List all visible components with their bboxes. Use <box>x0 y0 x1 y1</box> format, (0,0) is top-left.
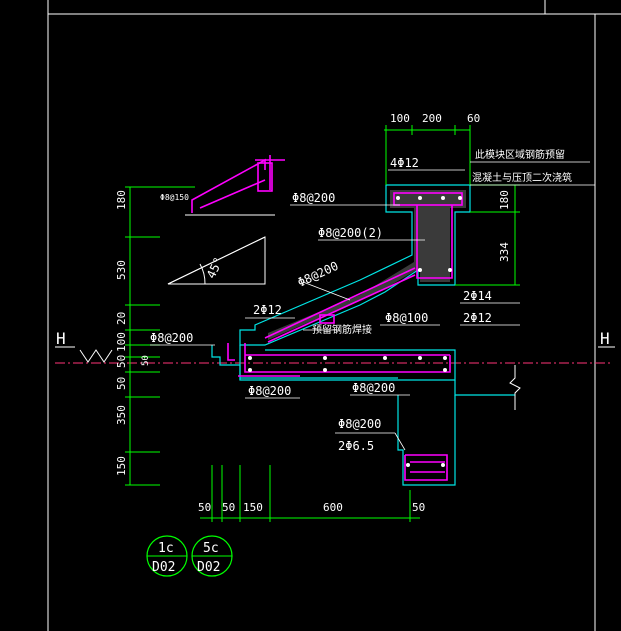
dimension-texts: 100 200 60 180 530 20 100 50 50 350 150 … <box>115 112 511 514</box>
concrete-outline <box>211 184 515 486</box>
dim-left-50b: 50 <box>115 377 128 390</box>
label-phi8-200-beam: Φ8@200 <box>338 417 381 431</box>
rebar-dots <box>248 196 462 467</box>
rebar-lines <box>191 155 463 481</box>
label-fifty-small: 50 <box>141 355 151 366</box>
dim-right-180: 180 <box>498 190 511 210</box>
detail-labels: 1c D02 5c D02 <box>146 535 233 577</box>
dim-bottom-50c: 50 <box>412 501 425 514</box>
dim-bottom-600: 600 <box>323 501 343 514</box>
break-line <box>509 365 521 410</box>
label-region-note-2: 混凝土与压顶二次浇筑 <box>472 171 572 184</box>
capping-section-fill <box>268 190 466 340</box>
label-2phi12-right: 2Φ12 <box>463 311 492 325</box>
axis-marker-right: H <box>600 329 610 348</box>
label-phi8-150: Φ8@150 <box>160 193 189 202</box>
label-4phi12: 4Φ12 <box>390 156 419 170</box>
dim-left-20: 20 <box>115 312 128 325</box>
detail-label-2: 5c D02 <box>191 535 233 577</box>
dim-top-200: 200 <box>422 112 442 125</box>
dim-top-60: 60 <box>467 112 480 125</box>
dim-left-180: 180 <box>115 190 128 210</box>
detail-label-1-top: 1c <box>158 541 174 556</box>
drawing-frame <box>47 0 621 631</box>
detail-label-1: 1c D02 <box>146 535 188 577</box>
angle-label: 45° <box>204 255 226 281</box>
leader-lines <box>150 161 595 451</box>
dim-left-350: 350 <box>115 405 128 425</box>
label-phi8-100: Φ8@100 <box>385 311 428 325</box>
label-phi8-200-bottom-mid: Φ8@200 <box>352 381 395 395</box>
label-region-note-1: 此模块区域钢筋预留 <box>475 148 565 161</box>
dim-top-100: 100 <box>390 112 410 125</box>
label-2phi6-5: 2Φ6.5 <box>338 439 374 453</box>
dim-bottom-50b: 50 <box>222 501 235 514</box>
detail-label-1-bottom: D02 <box>152 560 175 575</box>
label-phi8-200-slab: Φ8@200 <box>295 259 340 290</box>
label-phi8-200-2: Φ8@200(2) <box>318 226 383 240</box>
dim-left-150: 150 <box>115 456 128 476</box>
dim-left-530: 530 <box>115 260 128 280</box>
dim-left-100: 100 <box>115 332 128 352</box>
dimension-lines <box>125 125 520 522</box>
detail-label-2-bottom: D02 <box>197 560 220 575</box>
dim-bottom-50a: 50 <box>198 501 211 514</box>
label-2phi12-left: 2Φ12 <box>253 303 282 317</box>
dim-left-50a: 50 <box>115 355 128 368</box>
angle-detail <box>167 214 275 285</box>
label-embed-note: 预留钢筋焊接 <box>312 323 372 336</box>
axis-marker-left: H <box>56 329 66 348</box>
label-phi8-200-top: Φ8@200 <box>292 191 335 205</box>
centerline-h: H H <box>55 329 615 364</box>
label-phi8-200-left: Φ8@200 <box>150 331 193 345</box>
dim-right-334: 334 <box>498 242 511 262</box>
label-2phi14: 2Φ14 <box>463 289 492 303</box>
label-phi8-200-bottom-left: Φ8@200 <box>248 384 291 398</box>
detail-label-2-top: 5c <box>203 541 219 556</box>
dim-bottom-150: 150 <box>243 501 263 514</box>
